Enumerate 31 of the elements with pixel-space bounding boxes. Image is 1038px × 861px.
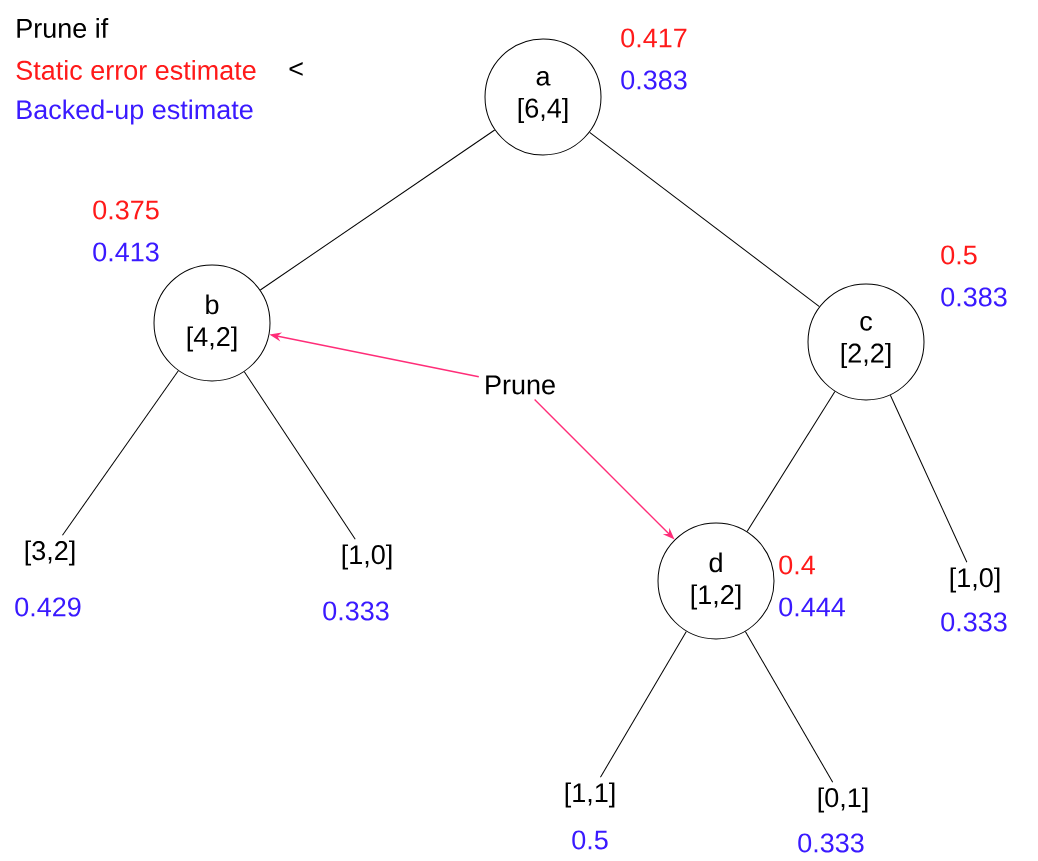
tree-edge — [243, 371, 356, 540]
leaf-label: [0,1] — [818, 787, 868, 813]
value-label: 0.333 — [941, 612, 1007, 632]
callout-text: Prune — [486, 375, 555, 395]
note-text: < — [289, 62, 303, 76]
note-text: Prune if — [17, 18, 109, 38]
note-text: Static error estimate — [16, 60, 256, 80]
tree-edge — [744, 631, 834, 783]
note-text: Backed-up estimate — [17, 99, 253, 125]
tree-edge — [589, 131, 820, 308]
value-label: 0.333 — [323, 601, 389, 621]
value-label: 0.383 — [941, 287, 1007, 307]
tree-edge — [889, 394, 968, 563]
tree-edge — [599, 630, 687, 778]
value-label: 0.5 — [572, 830, 608, 850]
leaf-label: [1,0] — [950, 567, 1000, 593]
tree-edge — [259, 129, 496, 291]
value-label: 0.4 — [779, 555, 815, 575]
value-label: 0.5 — [941, 245, 977, 265]
value-label: 0.375 — [93, 200, 159, 220]
tree-edge — [62, 370, 179, 536]
value-label: 0.417 — [621, 28, 687, 48]
value-label: 0.429 — [15, 597, 81, 617]
value-label: 0.413 — [93, 242, 159, 262]
leaf-label: [3,2] — [25, 540, 75, 566]
tree-edge — [746, 391, 836, 532]
value-label: 0.383 — [621, 70, 687, 90]
leaf-label: [1,1] — [565, 782, 615, 808]
leaf-label: [1,0] — [342, 544, 392, 570]
value-label: 0.333 — [798, 833, 864, 853]
value-label: 0.444 — [779, 597, 845, 617]
